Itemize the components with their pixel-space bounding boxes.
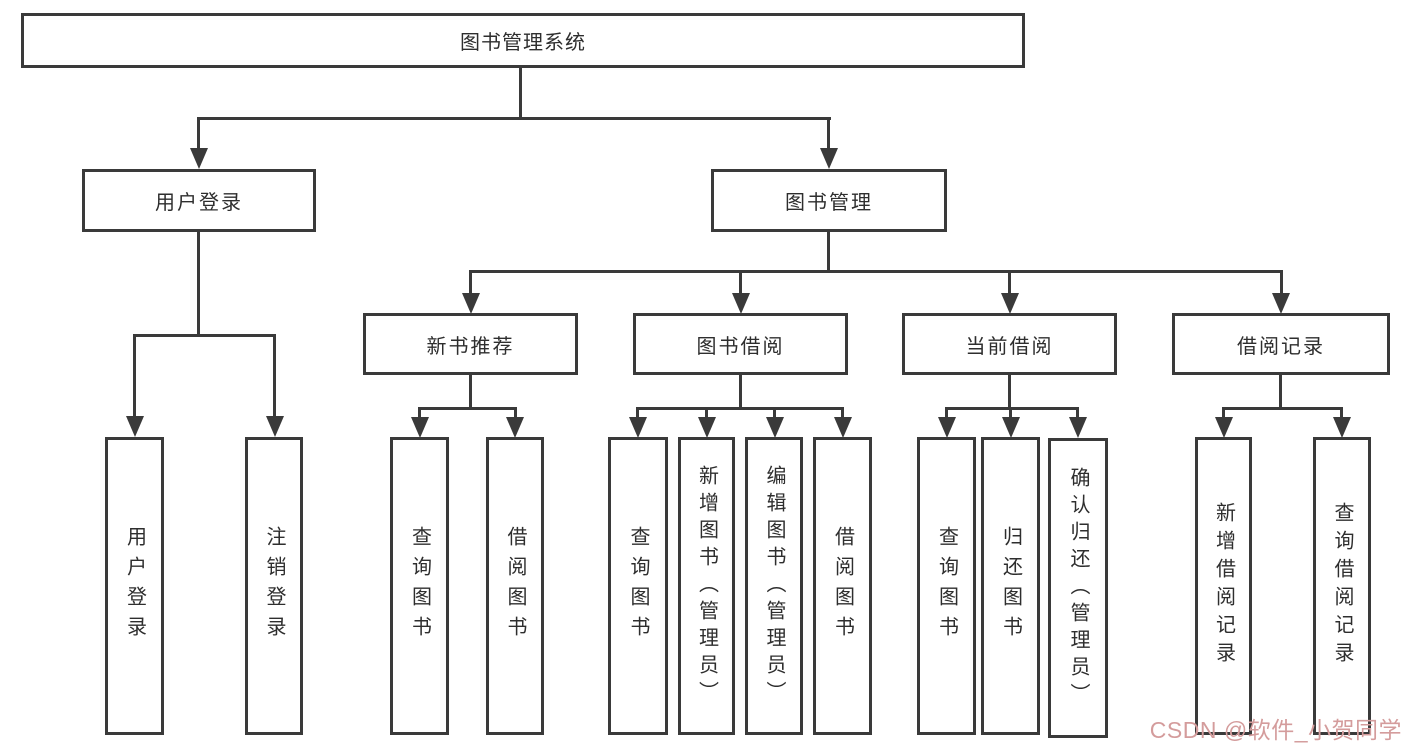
arrow-to-current-borrowing-icon [1001, 293, 1019, 314]
node-label: 用户登录 [155, 192, 243, 214]
leaf-borrow-books: 借阅图书 [813, 437, 872, 735]
connector-root-crossbar [197, 117, 831, 120]
leaf-label: 查询图书 [935, 526, 958, 646]
leaf-label: 确认归还（管理员） [1067, 466, 1089, 710]
leaf-confirm-return-admin: 确认归还（管理员） [1048, 438, 1108, 738]
connector-to-leaf-user-login-tail [133, 334, 136, 417]
leaf-label: 编辑图书（管理员） [763, 464, 785, 708]
connector-current-borrowing-stem [1008, 375, 1011, 408]
leaf-label: 查询借阅记录 [1331, 502, 1353, 670]
node-library-management-system: 图书管理系统 [21, 13, 1025, 68]
csdn-watermark: CSDN @软件_小贺同学 [1149, 717, 1402, 743]
connector-to-borrowing-records-tail [1280, 270, 1283, 294]
node-book-management: 图书管理 [711, 169, 947, 232]
connector-book-borrowing-crossbar [636, 407, 844, 410]
leaf-query-books-current: 查询图书 [917, 437, 976, 735]
arrow-to-leaf-icon [766, 417, 784, 438]
node-label: 图书借阅 [696, 335, 785, 358]
connector-leaf-tail [1340, 407, 1343, 418]
connector-leaf-tail [636, 407, 639, 418]
connector-to-current-borrowing-tail [1008, 270, 1011, 294]
arrow-to-leaf-icon [938, 417, 956, 438]
arrow-to-leaf-icon [1333, 417, 1351, 438]
arrow-to-borrowing-records-icon [1272, 293, 1290, 314]
node-borrowing-records: 借阅记录 [1172, 313, 1390, 375]
leaf-label: 查询图书 [408, 526, 431, 646]
leaf-logout: 注销登录 [245, 437, 303, 735]
connector-to-leaf-logout-tail [273, 334, 276, 417]
leaf-user-login: 用户登录 [105, 437, 164, 735]
arrow-to-book-borrowing-icon [732, 293, 750, 314]
connector-current-borrowing-crossbar [945, 407, 1079, 410]
leaf-label: 借阅图书 [504, 526, 526, 646]
arrow-to-leaf-icon [1002, 417, 1020, 438]
connector-leaf-tail [514, 407, 517, 418]
connector-book-borrowing-stem [739, 375, 742, 408]
connector-new-book-crossbar [418, 407, 516, 410]
arrow-to-leaf-icon [1069, 417, 1087, 438]
leaf-add-borrow-record: 新增借阅记录 [1195, 437, 1252, 735]
arrow-to-user-login-icon [190, 148, 208, 169]
leaf-label: 用户登录 [123, 526, 146, 646]
connector-leaf-tail [773, 407, 776, 418]
connector-borrowing-records-stem [1279, 375, 1282, 408]
leaf-label: 新增图书（管理员） [695, 464, 718, 708]
connector-leaf-tail [1076, 407, 1079, 418]
leaf-label: 归还图书 [999, 526, 1022, 646]
node-current-borrowing: 当前借阅 [902, 313, 1117, 375]
arrow-to-new-book-icon [462, 293, 480, 314]
node-label: 当前借阅 [965, 335, 1054, 358]
connector-leaf-tail [945, 407, 948, 418]
leaf-query-books-recommend: 查询图书 [390, 437, 449, 735]
arrow-to-leaf-icon [506, 417, 524, 438]
connector-leaf-tail [841, 407, 844, 418]
leaf-return-books: 归还图书 [981, 437, 1040, 735]
arrow-to-leaf-icon [698, 417, 716, 438]
leaf-label: 注销登录 [263, 526, 285, 646]
leaf-borrow-books-recommend: 借阅图书 [486, 437, 544, 735]
connector-root-stem [519, 68, 522, 118]
arrow-to-leaf-icon [834, 417, 852, 438]
node-label: 新书推荐 [426, 335, 515, 358]
connector-to-new-book-tail [469, 270, 472, 294]
leaf-add-books-admin: 新增图书（管理员） [678, 437, 735, 735]
arrow-to-leaf-user-login-icon [126, 416, 144, 437]
connector-leaf-tail [1009, 407, 1012, 418]
connector-new-book-stem [469, 375, 472, 408]
arrow-to-leaf-icon [411, 417, 429, 438]
leaf-label: 借阅图书 [831, 526, 854, 646]
connector-leaf-tail [1222, 407, 1225, 418]
arrow-to-leaf-logout-icon [266, 416, 284, 437]
leaf-label: 新增借阅记录 [1212, 502, 1235, 670]
connector-to-user-login-tail [197, 117, 200, 149]
leaf-edit-books-admin: 编辑图书（管理员） [745, 437, 803, 735]
arrow-to-leaf-icon [1215, 417, 1233, 438]
connector-to-book-borrowing-tail [739, 270, 742, 294]
node-label: 借阅记录 [1237, 335, 1325, 358]
leaf-query-borrow-record: 查询借阅记录 [1313, 437, 1371, 735]
node-label: 图书管理系统 [460, 32, 586, 54]
leaf-query-books-borrowing: 查询图书 [608, 437, 668, 735]
node-new-book-recommendation: 新书推荐 [363, 313, 578, 375]
arrow-to-book-management-icon [820, 148, 838, 169]
node-label: 图书管理 [785, 192, 873, 214]
connector-user-login-stem [197, 232, 200, 335]
node-user-login: 用户登录 [82, 169, 316, 232]
connector-book-management-stem [827, 232, 830, 272]
arrow-to-leaf-icon [629, 417, 647, 438]
connector-leaf-tail [705, 407, 708, 418]
connector-book-management-crossbar [469, 270, 1282, 273]
connector-user-login-crossbar [133, 334, 275, 337]
connector-leaf-tail [418, 407, 421, 418]
leaf-label: 查询图书 [627, 526, 649, 646]
connector-to-book-management-tail [827, 117, 830, 149]
node-book-borrowing: 图书借阅 [633, 313, 848, 375]
connector-borrowing-records-crossbar [1222, 407, 1343, 410]
